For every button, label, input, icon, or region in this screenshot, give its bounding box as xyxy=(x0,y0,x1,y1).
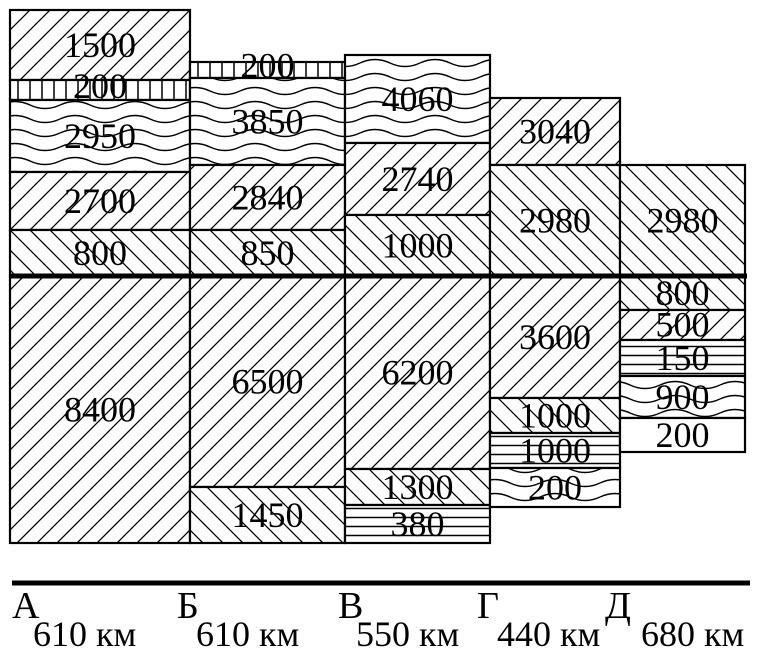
lower-layer-diag-right xyxy=(618,308,747,342)
layer-thickness-label: 1000 xyxy=(382,226,454,266)
layer-thickness-label: 6500 xyxy=(232,362,304,402)
layer-thickness-label: 500 xyxy=(656,305,710,345)
upper-layer-diag-right xyxy=(488,96,622,167)
upper-layer-diag-right xyxy=(188,163,347,232)
layer-thickness-label: 8400 xyxy=(64,390,136,430)
point-label-d: Д xyxy=(605,585,631,627)
layer-thickness-label: 2980 xyxy=(647,201,719,241)
layer-thickness-label: 1000 xyxy=(519,431,591,471)
layer-thickness-label: 900 xyxy=(656,377,710,417)
upper-layer-diag-right xyxy=(8,8,192,82)
upper-layer-diag-right xyxy=(343,141,492,217)
layer-thickness-label: 150 xyxy=(656,338,710,378)
profile-axis-labels: А Б В Г Д 610 км 610 км 550 км 440 км 68… xyxy=(12,585,744,654)
distance-label-gd: 440 км xyxy=(497,614,600,654)
upper-layer-wavy xyxy=(343,53,492,145)
upper-layer-diag-left xyxy=(343,213,492,278)
layer-thickness-label: 1500 xyxy=(64,25,136,65)
lower-layer-wavy xyxy=(488,466,622,509)
point-label-a: А xyxy=(12,585,40,627)
layer-thickness-label: 800 xyxy=(656,273,710,313)
layer-thickness-label: 6200 xyxy=(382,353,454,393)
lower-layer-diag-right xyxy=(488,274,622,400)
upper-layer-wavy xyxy=(188,76,347,167)
layer-thickness-label: 2950 xyxy=(64,116,136,156)
distance-label-ab: 610 км xyxy=(33,614,136,654)
layer-thickness-label: 1300 xyxy=(382,467,454,507)
layer-thickness-label: 3600 xyxy=(519,317,591,357)
layer-thickness-label: 4060 xyxy=(382,79,454,119)
layer-thickness-label: 1450 xyxy=(232,495,304,535)
lower-layer-wavy xyxy=(618,374,747,420)
point-label-v: В xyxy=(338,585,363,627)
point-label-g: Г xyxy=(477,585,499,627)
layer-thickness-label: 2700 xyxy=(64,181,136,221)
layer-thickness-label: 1000 xyxy=(519,396,591,436)
layer-thickness-label: 200 xyxy=(528,468,582,508)
lower-layer-horizontal xyxy=(343,503,492,545)
lower-layer-diag-left xyxy=(488,396,622,435)
layer-thickness-label: 380 xyxy=(391,504,445,544)
layer-thickness-label: 850 xyxy=(241,233,295,273)
distance-label-de: 680 км xyxy=(641,614,744,654)
point-label-b: Б xyxy=(177,585,199,627)
layer-thickness-label: 3850 xyxy=(232,102,304,142)
distance-label-vg: 550 км xyxy=(356,614,459,654)
layer-thickness-label: 3040 xyxy=(519,112,591,152)
layer-thickness-label: 200 xyxy=(656,415,710,455)
layer-thickness-label: 2740 xyxy=(382,159,454,199)
layer-thickness-label: 800 xyxy=(73,233,127,273)
distance-label-bv: 610 км xyxy=(196,614,299,654)
lower-layer-blank xyxy=(618,416,747,454)
lower-layer-diag-left xyxy=(188,485,347,545)
columns-group: 1500 200 2950 2700 800 8400 200 3850 2840 850 6500… xyxy=(8,8,747,545)
layer-thickness-label: 2840 xyxy=(232,178,304,218)
layer-thickness-label: 2980 xyxy=(519,201,591,241)
lower-layer-diag-right xyxy=(8,274,192,545)
lower-layer-diag-left xyxy=(343,467,492,507)
